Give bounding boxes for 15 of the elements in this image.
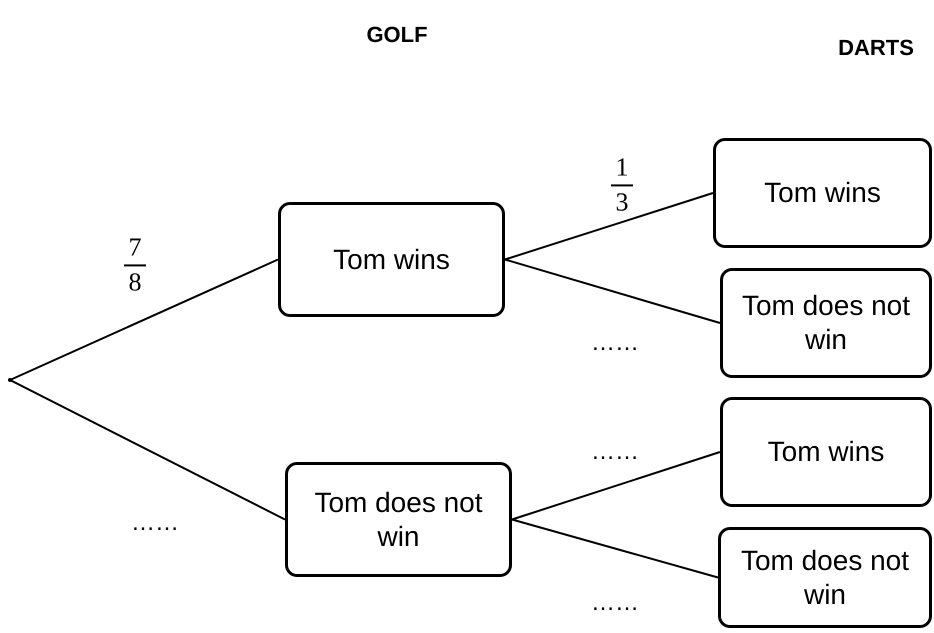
outcome-box: Tom does not win	[285, 462, 512, 577]
outcome-box: Tom wins	[720, 397, 932, 507]
branch-line	[512, 451, 720, 520]
branch-line	[10, 379, 286, 520]
branch-line	[504, 258, 720, 324]
outcome-box: Tom does not win	[718, 527, 932, 628]
branch-line	[10, 258, 278, 381]
outcome-box: Tom wins	[713, 138, 932, 248]
branch-line	[504, 192, 714, 260]
outcome-box: Tom does not win	[720, 268, 932, 378]
branch-line	[512, 518, 718, 578]
column-heading: DARTS	[838, 35, 914, 61]
outcome-box: Tom wins	[278, 202, 505, 317]
branch-point	[8, 378, 12, 382]
column-heading: GOLF	[366, 22, 428, 48]
